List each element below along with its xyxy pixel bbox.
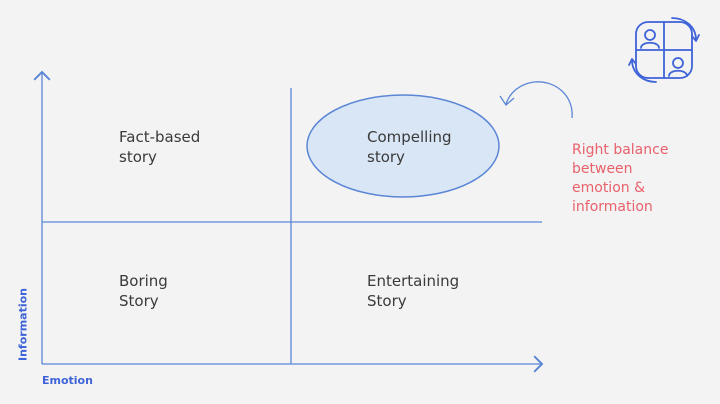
compelling-highlight-ellipse [306,94,500,198]
callout-arrow-head [499,95,515,106]
callout-line1: Right balance [572,142,669,158]
callout-line4: information [572,199,653,215]
quadrant-fact-based: Fact-based story [119,127,200,167]
quadrant-compelling-line2: story [367,148,405,166]
quadrant-entertaining-line2: Story [367,292,407,310]
quadrant-fact-based-line2: story [119,148,157,166]
quadrant-boring: Boring Story [119,271,168,311]
callout-curved-arrow [505,81,573,119]
quadrant-boring-line1: Boring [119,272,168,290]
quadrant-compelling: Compelling story [367,127,452,167]
quadrant-entertaining-line1: Entertaining [367,272,460,290]
callout-line2: between [572,161,633,177]
x-axis-label: Emotion [42,374,93,387]
callout-line3: emotion & [572,180,646,196]
y-axis-label: Information [16,288,30,361]
quadrant-compelling-line1: Compelling [367,128,452,146]
quadrant-entertaining: Entertaining Story [367,271,459,311]
quadrant-boring-line2: Story [119,292,159,310]
quadrant-fact-based-line1: Fact-based [119,128,201,146]
callout-text: Right balance between emotion & informat… [572,141,712,217]
people-exchange-icon [628,17,700,83]
